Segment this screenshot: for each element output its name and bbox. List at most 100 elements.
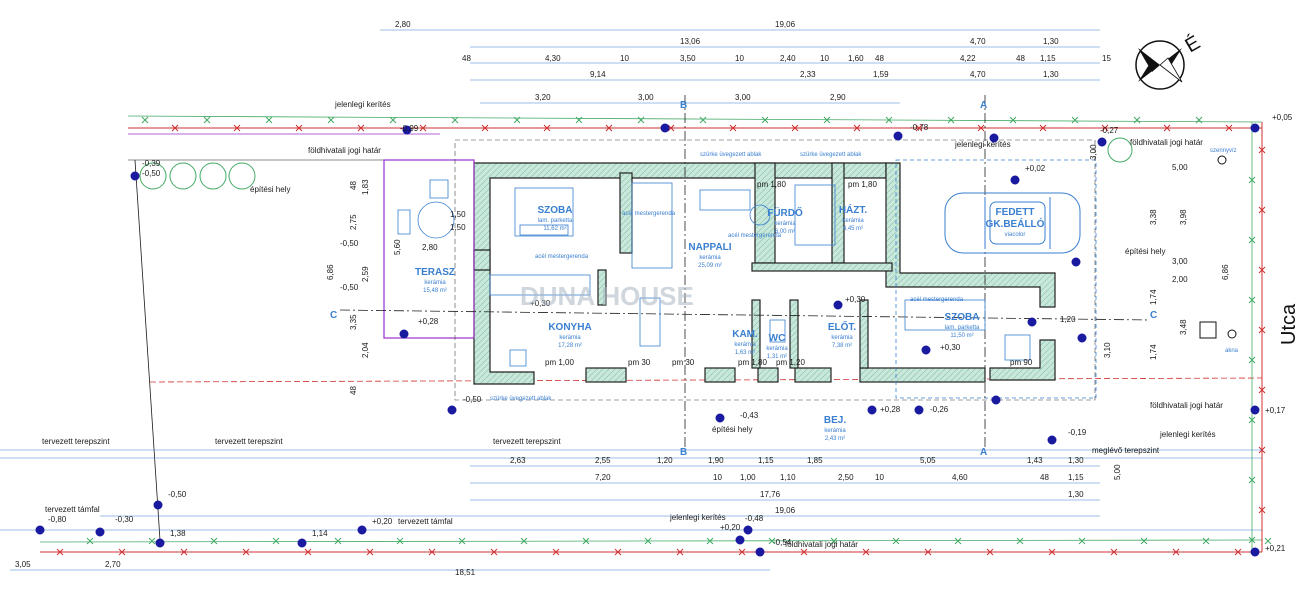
fence-x-marker: [327, 116, 335, 124]
fence-x-marker: [389, 116, 397, 124]
north-label: É: [1181, 31, 1204, 58]
label-foldhivatali: földhivatali jogi határ: [1130, 138, 1203, 147]
room-name: BEJ.: [824, 415, 846, 426]
level-marker: [399, 329, 409, 339]
level-marker: [402, 125, 412, 135]
label-acel: acél mestergerenda: [622, 211, 676, 217]
fence-x-marker: [203, 116, 211, 124]
fence-x-marker: [1133, 116, 1141, 124]
dim: 7,20: [595, 473, 611, 482]
fence-x-marker: [614, 548, 622, 556]
dim: 48: [875, 54, 884, 63]
fence-x-marker: [1258, 386, 1266, 394]
bottom-dims-text: 2,63 2,55 1,20 1,90 1,15 1,85 5,05 1,43 …: [15, 456, 1084, 577]
dim: 6,86: [1221, 264, 1230, 280]
top-dimension-lines: [380, 29, 1100, 104]
dim: 1,30: [1068, 456, 1084, 465]
level: +0,02: [1025, 164, 1046, 173]
room-floor: kerámia: [842, 218, 864, 224]
dim: 48: [349, 386, 358, 395]
fence-x-marker: [295, 124, 303, 132]
dim: 1,50: [450, 210, 466, 219]
level-marker: [297, 538, 307, 548]
level-marker: [921, 345, 931, 355]
label-pm: pm 1,80: [848, 180, 877, 189]
level-marker: [1077, 333, 1087, 343]
bottom-dimension-lines: [0, 449, 1262, 571]
section-mark: C: [330, 310, 337, 321]
car-icon: [944, 192, 1081, 254]
fence-x-marker: [954, 537, 962, 545]
dim: 1,30: [1043, 70, 1059, 79]
dim: 9,14: [590, 70, 606, 79]
label-tervezett-terepszint: tervezett terepszint: [215, 437, 283, 446]
dim: 10: [820, 54, 829, 63]
level-marker: [1071, 257, 1081, 267]
label-epitesi-hely: építési hely: [1125, 247, 1165, 256]
room-name: NAPPALI: [688, 242, 731, 253]
room-area: 1,31 m²: [767, 354, 787, 360]
level-marker: [914, 405, 924, 415]
dim: 1,30: [1068, 490, 1084, 499]
label-foldhivatali: földhivatali jogi határ: [1150, 401, 1223, 410]
dim: 3,00: [1172, 257, 1188, 266]
level: -0,43: [740, 411, 759, 420]
level-marker: [1250, 123, 1260, 133]
fence-x-marker: [180, 548, 188, 556]
fence-x-marker: [1225, 124, 1233, 132]
fence-x-marker: [582, 537, 590, 545]
fence-x-marker: [830, 537, 838, 545]
level-marker: [833, 300, 843, 310]
level: -0,50: [142, 169, 161, 178]
tree-icons: [139, 137, 1133, 190]
dim: 1,10: [780, 473, 796, 482]
label-epitesi-hely: építési hely: [250, 185, 290, 194]
fence-x-marker: [1258, 266, 1266, 274]
label-tervezett-tamfal: tervezett támfal: [398, 517, 453, 526]
section-lines: [339, 95, 1151, 450]
level: -0,30: [115, 515, 134, 524]
top-dims-text: 2,80 19,06 13,06 4,70 1,30 48 4,30 10 3,…: [395, 20, 1111, 102]
dim: 5,60: [393, 239, 402, 255]
fence-x-marker: [947, 116, 955, 124]
dim: 2,63: [510, 456, 526, 465]
fence-x-marker: [699, 116, 707, 124]
fence-x-marker: [272, 537, 280, 545]
manhole-icon: [1199, 321, 1217, 339]
fence-x-marker: [396, 537, 404, 545]
valve-icon: [1227, 329, 1237, 339]
label-tervezett-terepszint: tervezett terepszint: [42, 437, 110, 446]
fence-x-marker: [1048, 548, 1056, 556]
room-name: SZOBA: [945, 312, 980, 323]
room-name: TERASZ: [415, 267, 455, 278]
level-marker: [715, 413, 725, 423]
dim: 1,20: [1060, 315, 1076, 324]
dim: 1,43: [1027, 456, 1043, 465]
dim: 1,15: [1040, 54, 1056, 63]
level: -0,48: [745, 514, 764, 523]
level: -0,50: [168, 490, 187, 499]
street-label: Utca: [1278, 303, 1300, 345]
annotation-labels: jelenlegi kerítés földhivatali jogi hatá…: [42, 100, 1239, 549]
label-acel: acél mestergerenda: [910, 297, 964, 303]
fence-x-marker: [490, 548, 498, 556]
dim: 1,85: [807, 456, 823, 465]
carport-outline: [895, 159, 1097, 399]
dim: 1,90: [708, 456, 724, 465]
room-area: 6,00 m²: [775, 229, 795, 235]
level: +0,30: [530, 299, 551, 308]
room-name: WC: [769, 333, 786, 344]
dim: 3,10: [1103, 342, 1112, 358]
dim: 1,60: [848, 54, 864, 63]
label-acel: acél mestergerenda: [535, 254, 589, 260]
section-markers: B A B A C C: [330, 100, 1157, 458]
level-marker: [1010, 175, 1020, 185]
label-tervezett-tamfal: tervezett támfal: [45, 505, 100, 514]
fence-x-marker: [1258, 146, 1266, 154]
building-envelope: [454, 139, 1096, 401]
level-marker: [989, 133, 999, 143]
fence-x-marker: [1140, 537, 1148, 545]
fence-x-marker: [605, 124, 613, 132]
dim: 2,00: [1172, 275, 1188, 284]
